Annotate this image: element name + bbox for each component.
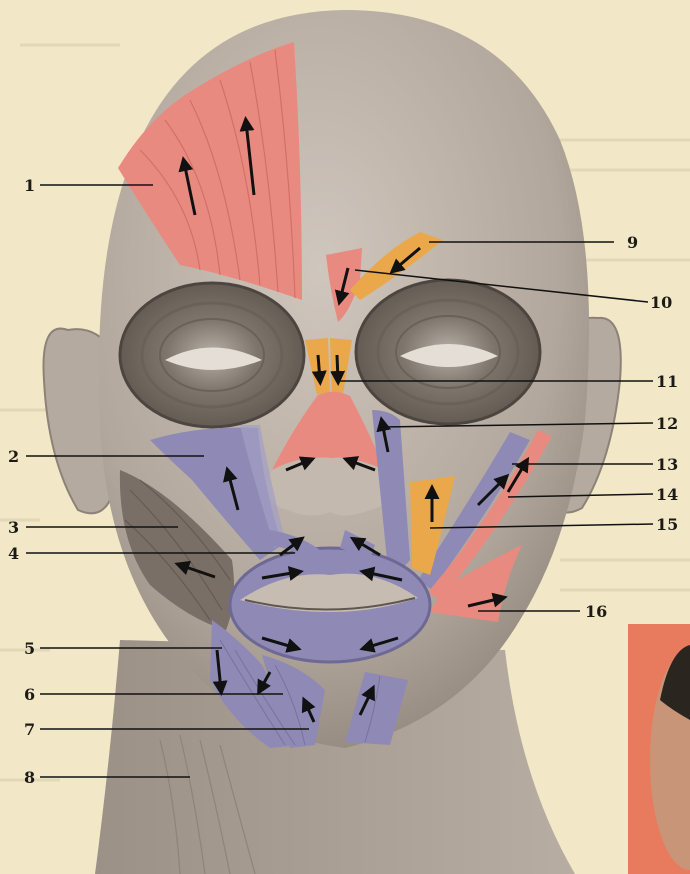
label-13: 13 bbox=[656, 455, 678, 474]
label-4: 4 bbox=[8, 544, 19, 563]
label-15: 15 bbox=[656, 515, 678, 534]
label-1: 1 bbox=[24, 176, 35, 195]
label-7: 7 bbox=[24, 720, 35, 739]
label-10: 10 bbox=[650, 293, 672, 312]
label-3: 3 bbox=[8, 518, 19, 537]
label-5: 5 bbox=[24, 639, 35, 658]
label-8: 8 bbox=[24, 768, 35, 787]
label-16: 16 bbox=[585, 602, 607, 621]
label-14: 14 bbox=[656, 485, 678, 504]
inset-portrait-photo bbox=[628, 624, 690, 874]
label-9: 9 bbox=[627, 233, 638, 252]
label-11: 11 bbox=[656, 372, 678, 391]
label-6: 6 bbox=[24, 685, 35, 704]
label-2: 2 bbox=[8, 447, 19, 466]
label-12: 12 bbox=[656, 414, 678, 433]
